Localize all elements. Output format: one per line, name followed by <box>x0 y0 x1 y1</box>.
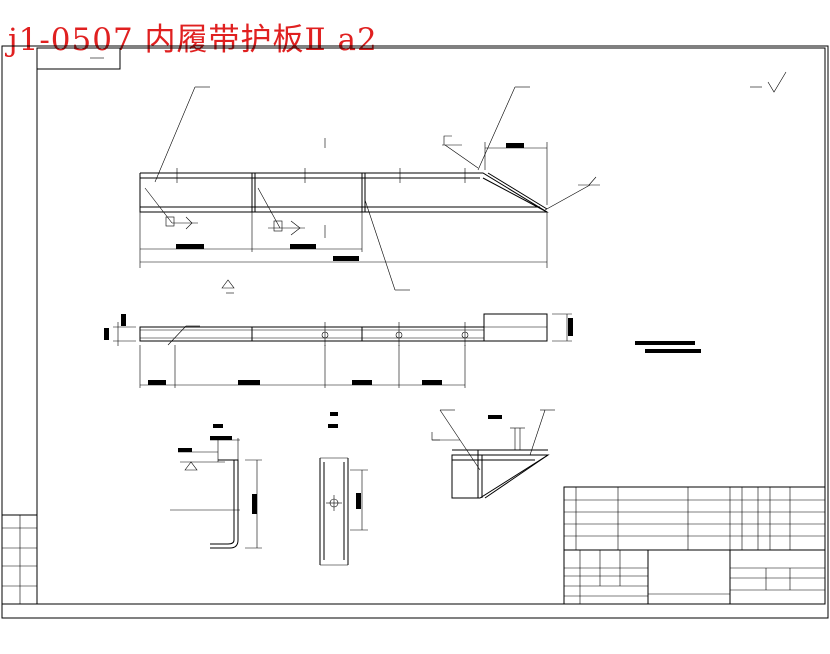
parts-list-table <box>563 486 826 551</box>
detail-view <box>431 409 555 499</box>
section-b-view <box>319 412 368 566</box>
title-block <box>563 549 826 605</box>
main-elevation-view <box>139 86 600 294</box>
section-view-triangle-icon <box>184 461 198 471</box>
fillet-weld-icon <box>257 187 305 236</box>
top-left-tag-box <box>36 47 121 70</box>
fillet-weld-icon <box>578 176 600 186</box>
fillet-weld-icon <box>144 187 198 230</box>
outer-border <box>1 45 829 619</box>
revision-strip <box>1 514 38 605</box>
section-view-triangle-icon <box>221 279 235 294</box>
fillet-weld-icon <box>431 432 460 441</box>
inner-frame <box>36 47 826 605</box>
fillet-weld-icon <box>442 135 462 146</box>
section-a-view <box>170 424 262 549</box>
drawing-title: j1-0507 内履带护板Ⅱ a2 <box>8 22 378 58</box>
surface-roughness-icon <box>750 71 787 93</box>
plan-view <box>104 313 701 388</box>
